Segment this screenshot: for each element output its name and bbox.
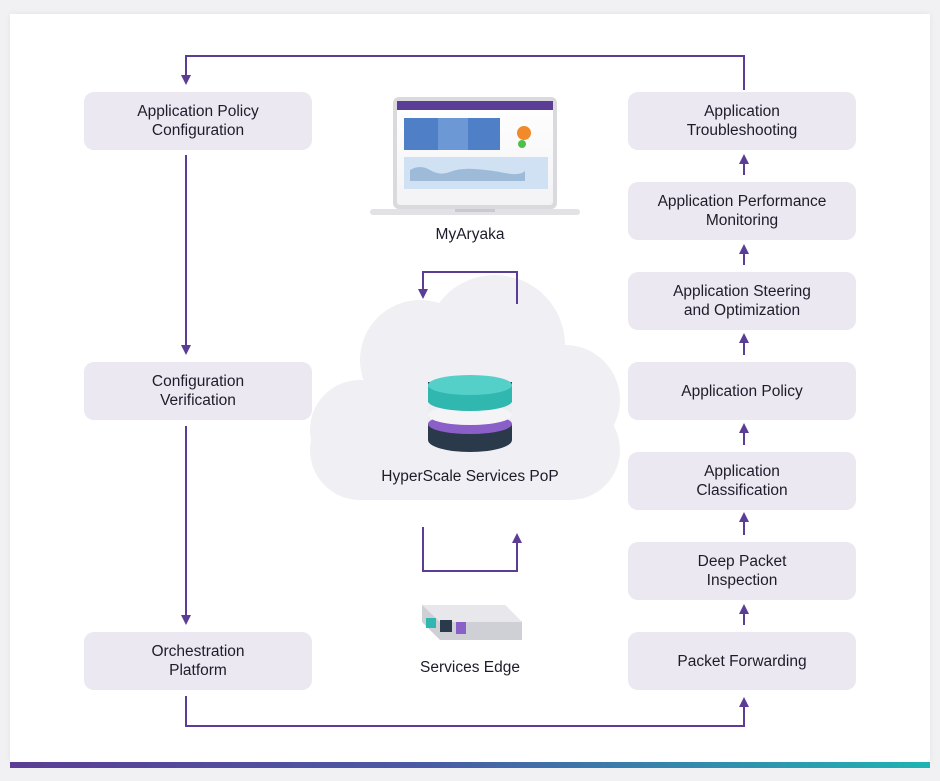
box-configuration-verification: Configuration Verification bbox=[84, 362, 312, 420]
box-orchestration-platform: Orchestration Platform bbox=[84, 632, 312, 690]
laptop-icon bbox=[370, 97, 580, 215]
database-icon bbox=[428, 375, 512, 452]
pop-edge-loop-arrow bbox=[422, 527, 522, 572]
box-deep-packet-inspection: Deep Packet Inspection bbox=[628, 542, 856, 600]
box-application-troubleshooting: Application Troubleshooting bbox=[628, 92, 856, 150]
top-feedback-arrow bbox=[181, 55, 745, 90]
box-application-policy-configuration: Application Policy Configuration bbox=[84, 92, 312, 150]
services-edge-label: Services Edge bbox=[420, 659, 520, 676]
box-application-performance-monitoring: Application Performance Monitoring bbox=[628, 182, 856, 240]
box-application-policy: Application Policy bbox=[628, 362, 856, 420]
myaryaka-pop-loop-arrow bbox=[418, 271, 518, 304]
hyperscale-pop-label: HyperScale Services PoP bbox=[381, 468, 559, 485]
bottom-gradient-bar bbox=[10, 762, 930, 768]
bottom-arrow bbox=[185, 696, 749, 727]
box-packet-forwarding: Packet Forwarding bbox=[628, 632, 856, 690]
box-application-steering-optimization: Application Steering and Optimization bbox=[628, 272, 856, 330]
services-edge-device-icon bbox=[422, 605, 522, 640]
box-application-classification: Application Classification bbox=[628, 452, 856, 510]
myaryaka-label: MyAryaka bbox=[435, 226, 505, 243]
